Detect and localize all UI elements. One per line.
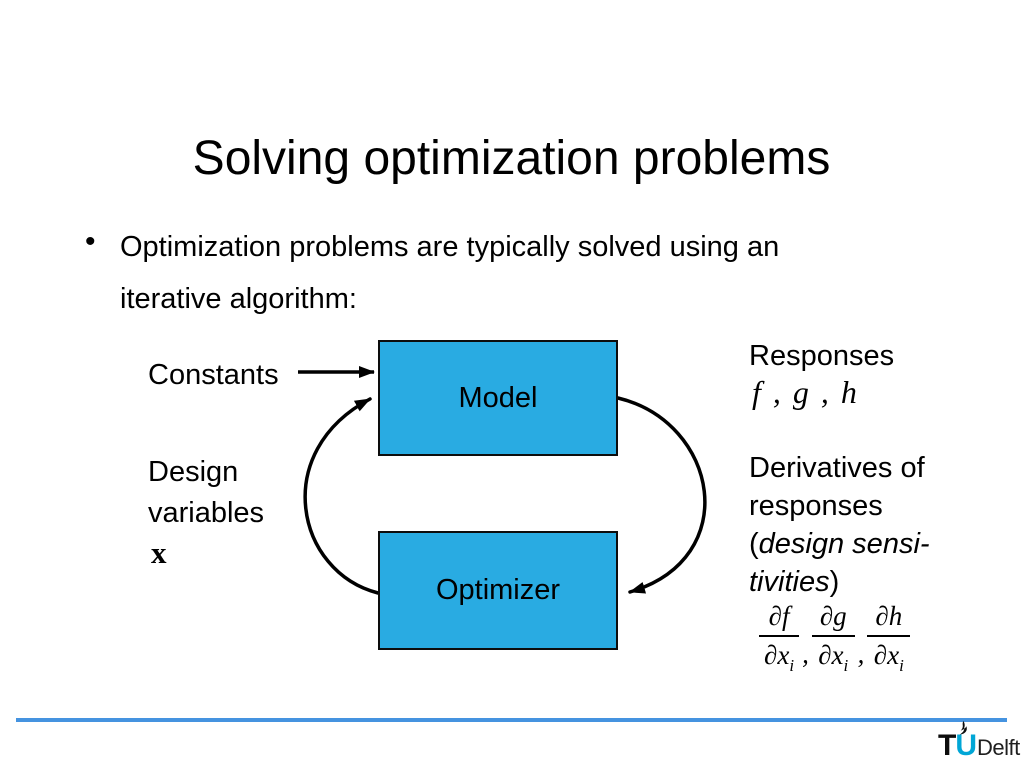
derivatives-line-3: (design sensi- — [749, 528, 930, 560]
derivatives-label: Derivatives of responses (design sensi- … — [749, 449, 930, 601]
bullet-line-1: Optimization problems are typically solv… — [120, 231, 780, 263]
design-variables-line-1: Design — [148, 456, 239, 488]
bullet-line-2: iterative algorithm: — [120, 283, 357, 315]
constants-label: Constants — [148, 359, 279, 391]
derivatives-line-1: Derivatives of — [749, 452, 925, 484]
fraction-dh-dxi: ∂h ∂xi — [867, 601, 911, 676]
bullet-marker: • — [85, 225, 96, 258]
fraction-separator: , — [802, 639, 809, 669]
logo-letter-u: U — [955, 729, 977, 762]
optimizer-label: Optimizer — [435, 574, 561, 606]
slide-title: Solving optimization problems — [192, 132, 831, 186]
tu-delft-wordmark: T U Delft — [938, 729, 1020, 763]
tu-delft-logo: T U Delft — [936, 720, 1020, 764]
responses-math: f , g , h — [752, 374, 859, 410]
sensitivity-fractions: ∂f ∂xi , ∂g ∂xi , ∂h ∂xi — [757, 601, 912, 676]
responses-label: Responses — [749, 340, 895, 372]
derivatives-line-4: tivities) — [749, 566, 840, 598]
loop-arrow-left — [303, 397, 380, 595]
logo-delft-text: Delft — [977, 735, 1020, 760]
design-variables-line-2: variables — [148, 497, 265, 529]
fraction-separator: , — [857, 639, 865, 669]
fraction-df-dxi: ∂f ∂xi — [759, 601, 800, 676]
footer-divider — [16, 718, 1007, 722]
loop-arrow-right — [616, 396, 707, 594]
design-variables-symbol: x — [151, 535, 167, 570]
tu-delft-flame-icon — [959, 721, 967, 735]
fraction-dg-dxi: ∂g ∂xi — [811, 601, 855, 676]
model-box: Model — [378, 340, 618, 456]
logo-letter-t: T — [938, 729, 956, 762]
bullet-item: Optimization problems are typically solv… — [120, 221, 779, 325]
model-label: Model — [458, 381, 538, 414]
derivatives-line-2: responses — [749, 490, 883, 522]
design-variables-label: Design variables — [148, 452, 264, 534]
optimizer-box: Optimizer — [378, 531, 618, 650]
